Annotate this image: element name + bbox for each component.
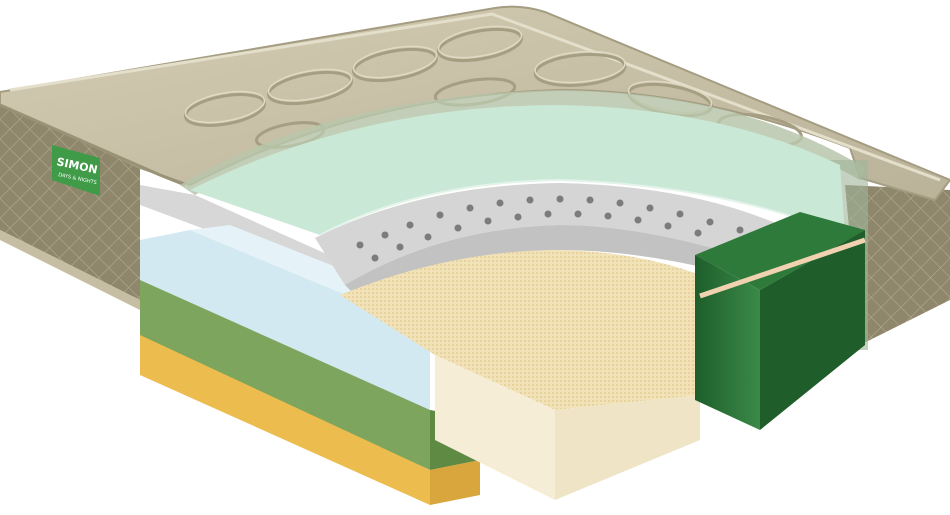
edge-support-block bbox=[695, 212, 866, 430]
latex-layer bbox=[315, 183, 780, 300]
memory-foam-layer bbox=[190, 105, 846, 236]
brand-logo: SIMON DAYS & NIGHTS bbox=[52, 145, 100, 196]
base-foam-layer bbox=[340, 250, 700, 500]
